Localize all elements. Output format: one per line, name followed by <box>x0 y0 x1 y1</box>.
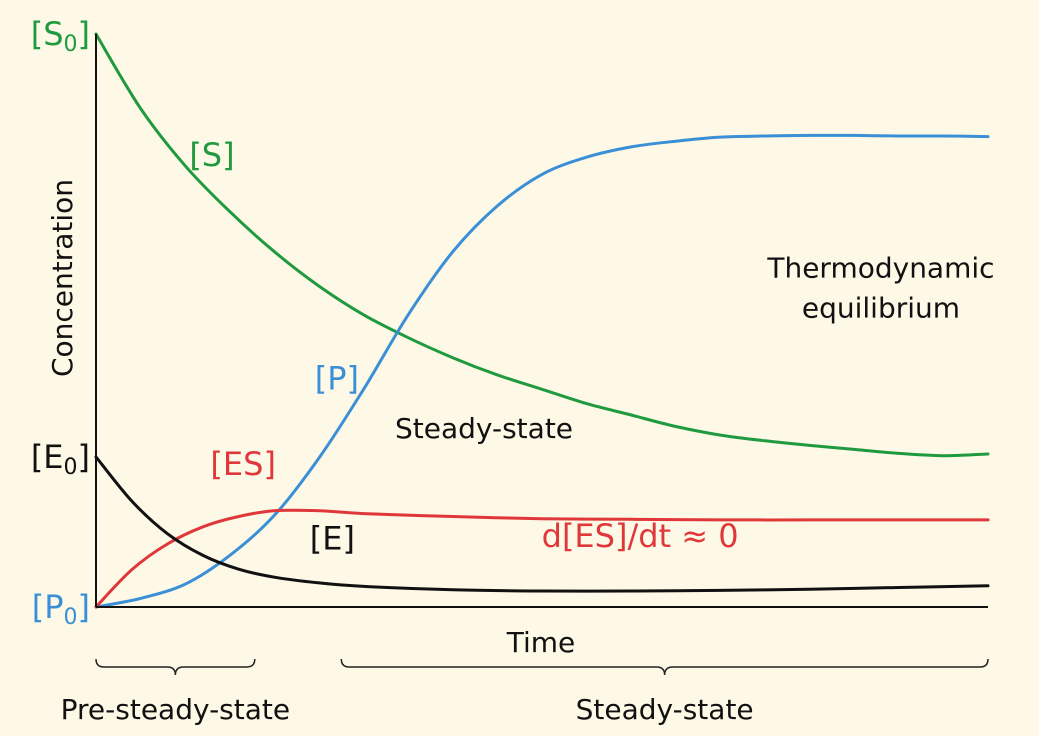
phase-label-1: Steady-state <box>576 693 754 726</box>
phase-label-0: Pre-steady-state <box>61 693 290 726</box>
annotation-1: equilibrium <box>802 292 960 325</box>
series-line-s <box>94 32 990 458</box>
curve-label-s: [S] <box>189 136 234 174</box>
annotation-0: Thermodynamic <box>766 252 994 285</box>
y-axis-label: Concentration <box>46 179 79 377</box>
series-line-es <box>94 508 990 609</box>
series-line-p <box>94 133 990 609</box>
phase-brace-0 <box>95 658 256 676</box>
y-axis-label-s0: [S0] <box>31 15 90 57</box>
y-axis-label-e0: [E0] <box>31 438 90 480</box>
curve-label-es: [ES] <box>210 445 276 483</box>
series-layer <box>94 32 990 609</box>
phase-brace-1 <box>340 658 989 676</box>
label-layer: [S] [P] [ES] [E] [S0] [E0] [P0] Thermodynamic eq… <box>31 15 995 630</box>
y-axis-label-p0: [P0] <box>32 588 90 630</box>
phase-layer: Pre-steady-state Steady-state <box>61 658 989 726</box>
annotation-2: Steady-state <box>395 412 573 445</box>
annotation-3: d[ES]/dt ≈ 0 <box>542 517 739 555</box>
axes-layer <box>95 34 988 608</box>
curve-label-e: [E] <box>310 520 355 558</box>
curve-label-p: [P] <box>315 359 359 397</box>
x-axis-label: Time <box>506 626 576 659</box>
series-line-e <box>94 455 990 593</box>
